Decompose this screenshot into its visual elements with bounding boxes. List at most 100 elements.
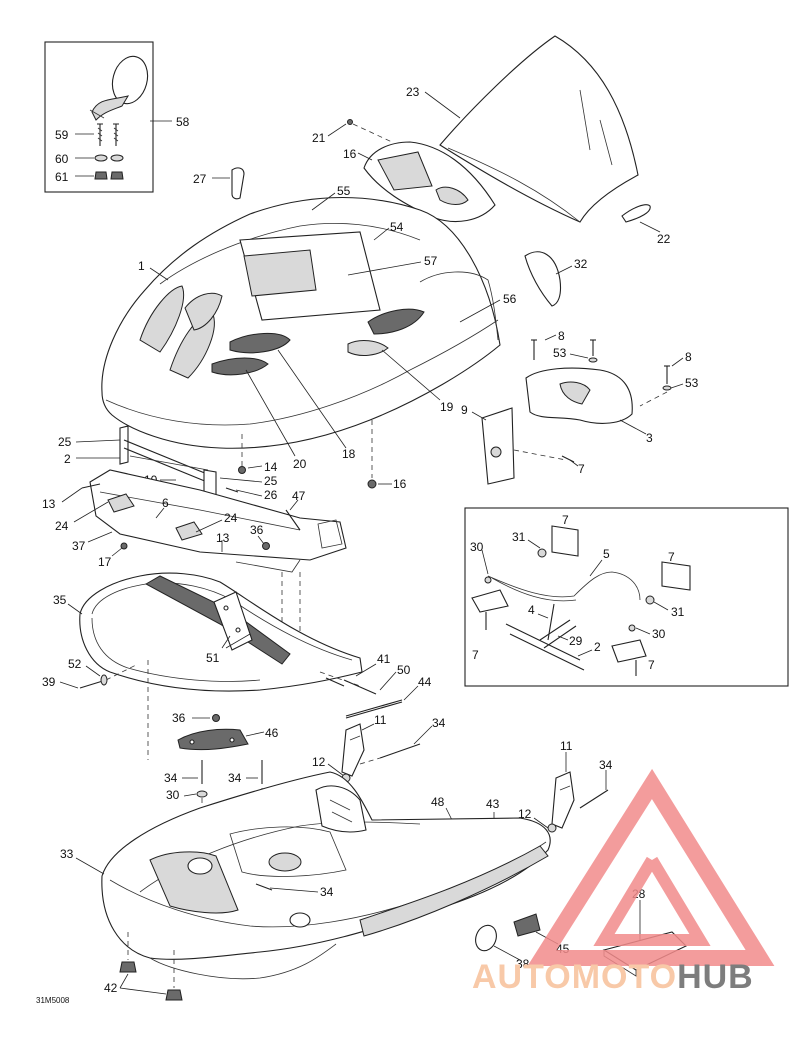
callout-8a: 8 [558, 329, 565, 343]
leader-46 [245, 731, 265, 737]
leader-31b [653, 601, 669, 611]
leader-3 [619, 419, 647, 435]
front-bracket-37 [89, 469, 347, 573]
leader-44 [403, 685, 419, 701]
leader-53b [670, 383, 684, 389]
washer-30c [196, 790, 208, 798]
callout-61: 61 [55, 170, 69, 184]
leader-11a [361, 723, 375, 731]
nut-36b [212, 714, 220, 722]
plate-45 [513, 913, 541, 937]
callout-29: 29 [569, 634, 583, 648]
leader-5 [589, 559, 603, 577]
washer-12b [547, 823, 557, 833]
leader-55 [311, 192, 336, 211]
mirror-nuts [94, 171, 124, 180]
side-bracket-3 [525, 367, 633, 424]
leader-34e [269, 887, 319, 893]
callout-11a: 11 [374, 713, 387, 727]
callout-21: 21 [312, 131, 326, 145]
leader-8b [671, 357, 684, 367]
callout-47: 47 [292, 489, 306, 503]
strip-44 [345, 699, 403, 717]
callout-56: 56 [503, 292, 517, 306]
leader-56 [459, 299, 501, 323]
bracket-9 [481, 407, 515, 485]
mirror-washers [94, 154, 124, 162]
screw-7a-body [561, 455, 575, 463]
callout-31a: 31 [512, 530, 526, 544]
screw-41 [319, 671, 361, 687]
screw-41-body [325, 677, 345, 687]
leader-50 [379, 671, 397, 691]
callout-36a: 36 [250, 523, 264, 537]
callout-8b: 8 [685, 350, 692, 364]
leader-13a [61, 487, 83, 503]
leader-47 [289, 499, 299, 511]
watermark-brand: AUTOMOTOHUB [472, 958, 754, 996]
callout-53a: 53 [553, 346, 567, 360]
callout-30b: 30 [652, 627, 666, 641]
leader-2b [577, 649, 593, 657]
console-housing [363, 141, 496, 223]
leader-29 [557, 635, 569, 641]
callout-34b: 34 [164, 771, 178, 785]
leader-54 [373, 227, 390, 241]
hinge-11-right [551, 771, 575, 829]
callout-42: 42 [104, 981, 118, 995]
callout-24b: 24 [224, 511, 238, 525]
leader-4 [537, 613, 549, 619]
callout-34c: 34 [228, 771, 242, 785]
callout-11b: 11 [560, 739, 573, 753]
leader-42 [119, 973, 167, 995]
callout-13b: 13 [216, 531, 230, 545]
callout-26: 26 [264, 488, 278, 502]
callout-22: 22 [657, 232, 671, 246]
callout-34d: 34 [599, 758, 613, 772]
windshield-clip [621, 204, 651, 223]
callout-18: 18 [342, 447, 356, 461]
automotohub-logo [527, 768, 775, 966]
diagram-code: 31M5008 [36, 996, 70, 1005]
callout-27: 27 [193, 172, 207, 186]
callout-4: 4 [528, 603, 535, 617]
leader-34a [413, 725, 433, 745]
callout-20: 20 [293, 457, 307, 471]
callout-13a: 13 [42, 497, 56, 511]
callout-34a: 34 [432, 716, 446, 730]
watermark-brand-part1: AUTOMOTO [472, 958, 677, 996]
leader-32 [555, 265, 573, 275]
callout-41: 41 [377, 652, 391, 666]
screw-13a [81, 483, 101, 489]
screw-34a [379, 743, 421, 759]
callout-7d: 7 [472, 648, 479, 662]
callout-2b: 2 [594, 640, 601, 654]
mirror-inset-frame [44, 41, 154, 193]
leader-51 [221, 633, 251, 649]
nut-16b [367, 479, 377, 489]
callout-12b: 12 [518, 807, 532, 821]
leader-25b [219, 477, 263, 483]
logo-inner-g [593, 856, 711, 946]
strip-44b [345, 701, 403, 719]
leader-18 [277, 349, 347, 449]
callout-35: 35 [53, 593, 67, 607]
callout-51: 51 [206, 651, 220, 665]
screw-7a [513, 449, 567, 461]
callout-25a: 25 [58, 435, 72, 449]
callout-16a: 16 [343, 147, 357, 161]
mirror-screws [97, 123, 119, 146]
callout-36b: 36 [172, 711, 186, 725]
leader-30b [635, 627, 651, 635]
hinge-11-left [341, 723, 365, 777]
callout-17a: 17 [98, 555, 112, 569]
washer-52 [100, 674, 108, 686]
nut-36a [262, 542, 270, 550]
leader-12b [533, 817, 549, 829]
callout-48: 48 [431, 795, 445, 809]
callout-14: 14 [264, 460, 278, 474]
screw-47 [285, 509, 301, 531]
logo-triangle [527, 768, 775, 966]
reinforcement-51 [144, 575, 291, 665]
callout-23: 23 [406, 85, 420, 99]
